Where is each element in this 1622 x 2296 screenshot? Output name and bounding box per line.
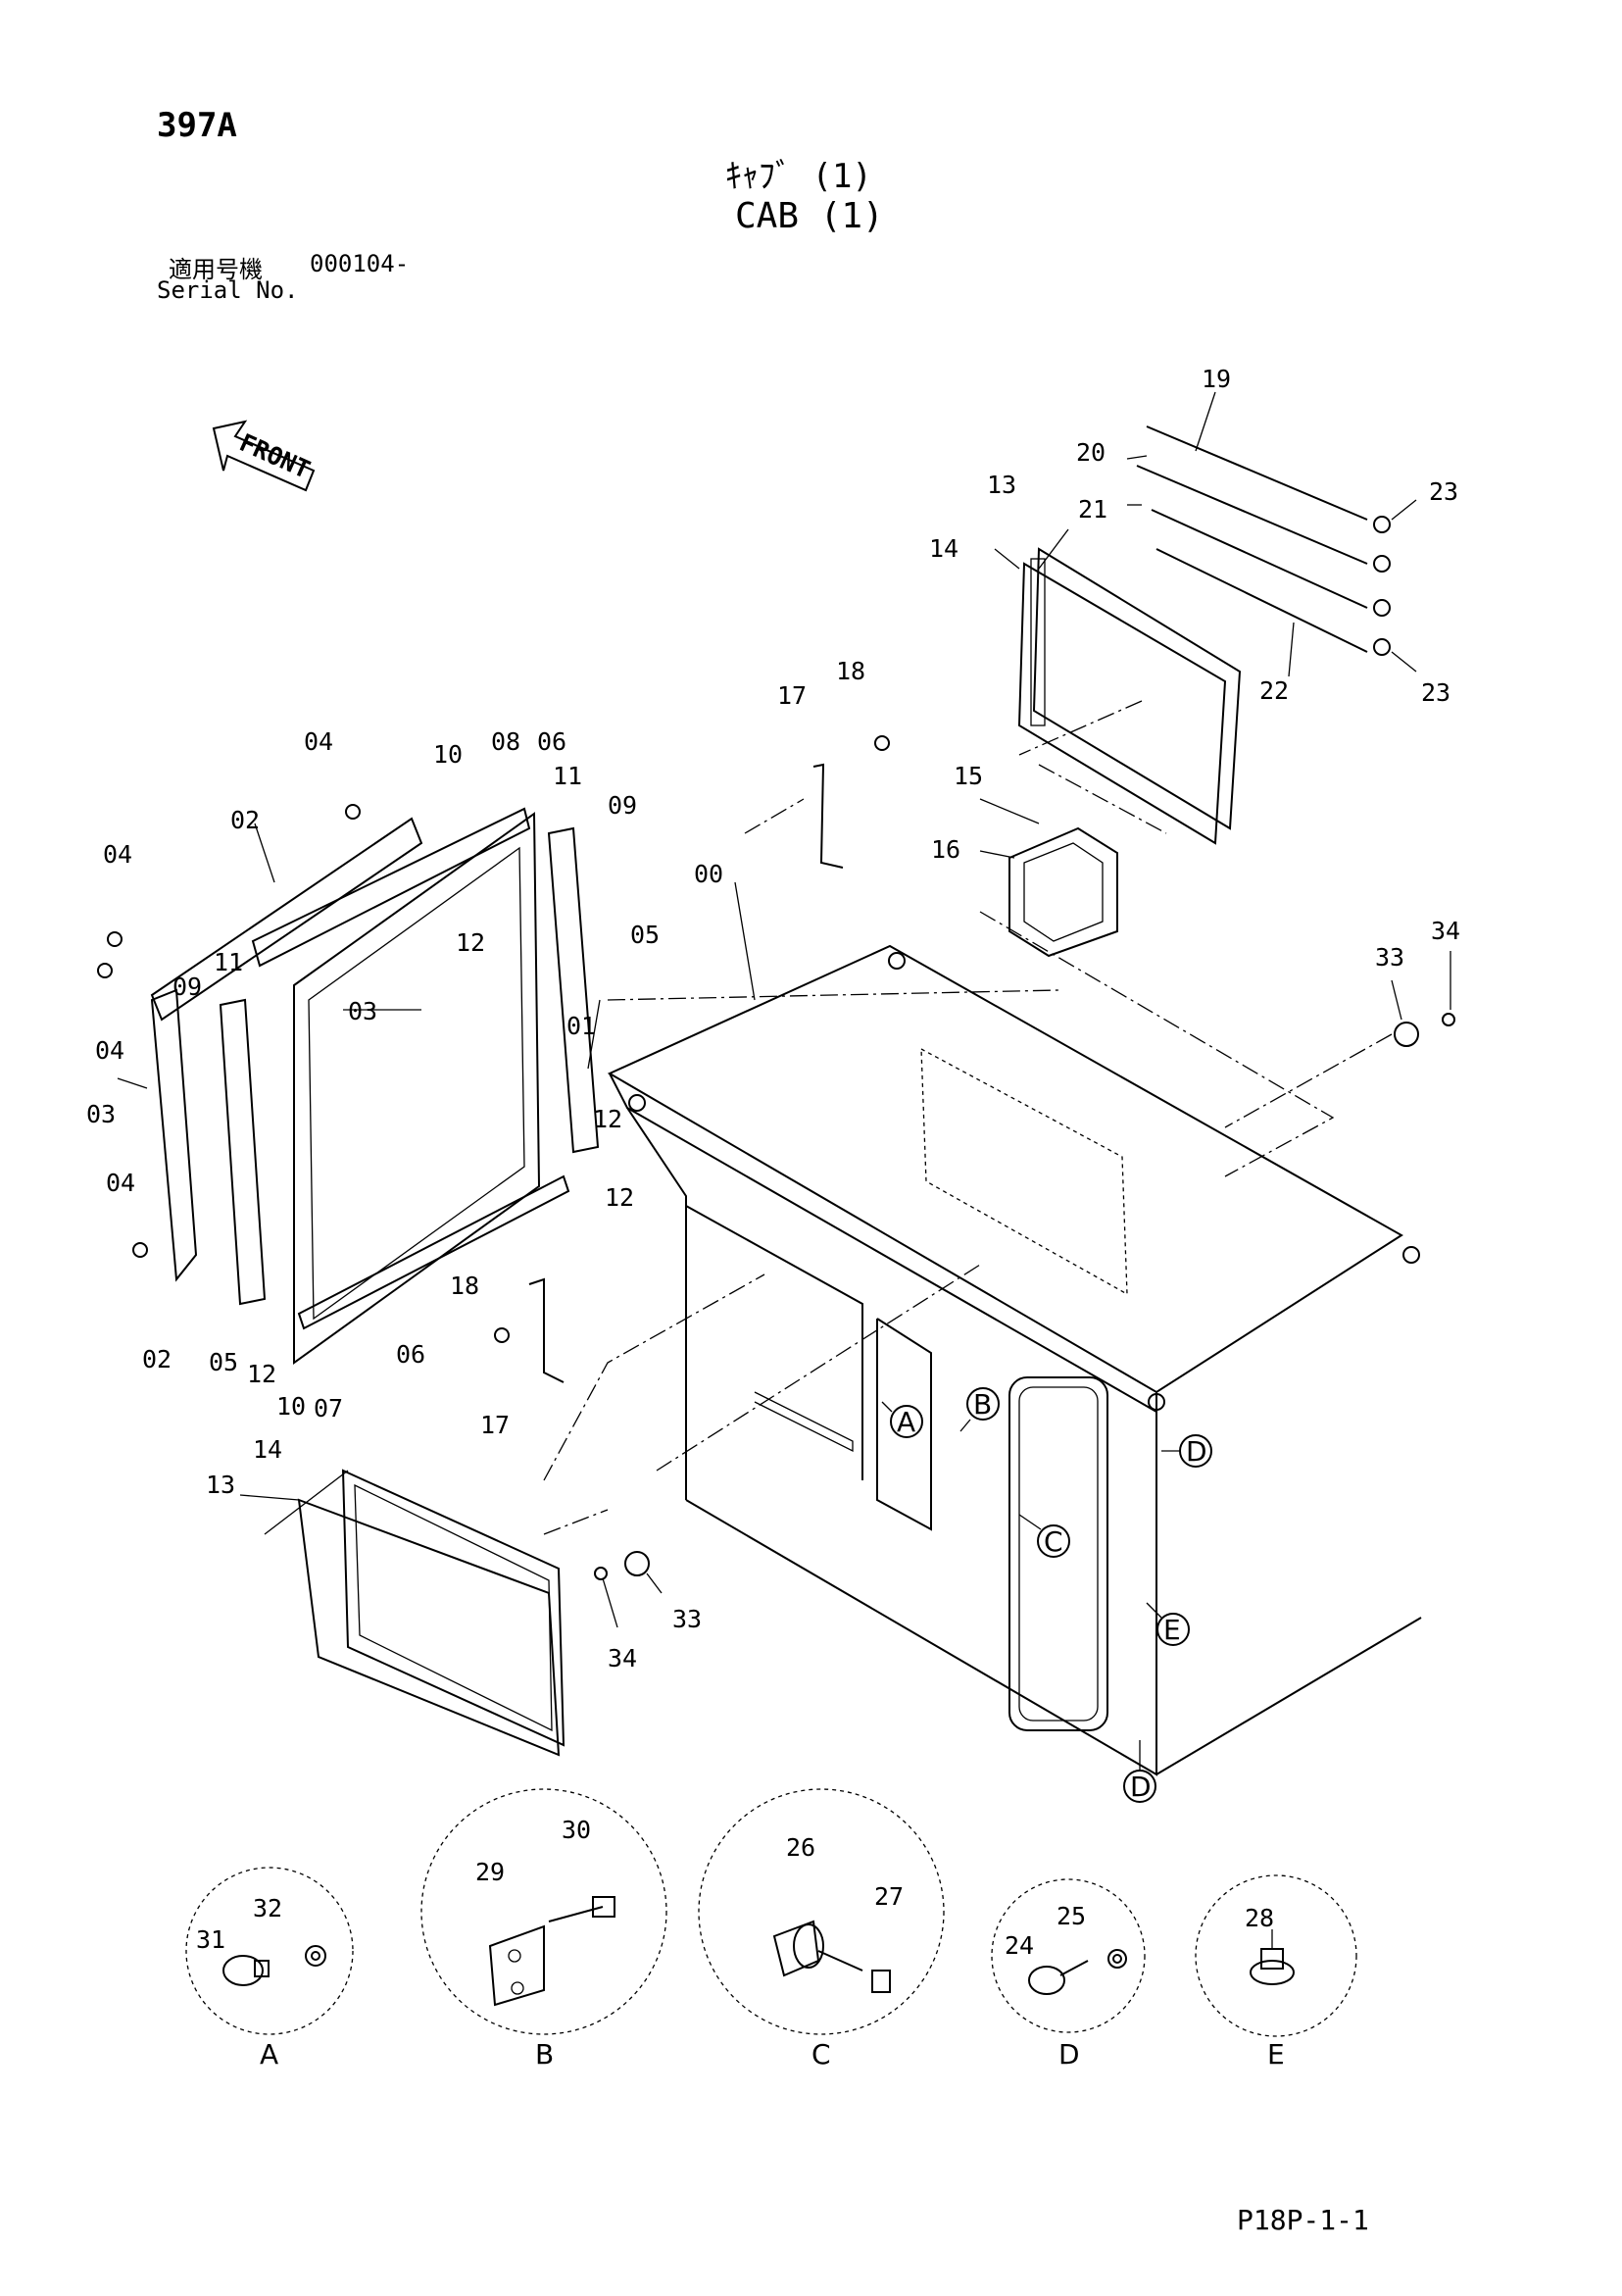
detail-A: 31 32 A	[185, 1867, 354, 2071]
callout-00: 00	[694, 860, 723, 888]
detail-E-label: E	[1267, 2038, 1285, 2071]
detail-A-part-31: 31	[196, 1925, 225, 1954]
callout-labels: 00 01 02 02 03 03 04 04 04 04 05 05 06 0…	[86, 365, 1460, 1672]
callout-12: 12	[247, 1360, 276, 1388]
detail-reference-bubbles: A B C D E D	[881, 1387, 1212, 1803]
detail-E: 28 E	[1195, 1874, 1357, 2071]
callout-23: 23	[1421, 678, 1450, 707]
callout-14: 14	[253, 1435, 282, 1464]
title-english: CAB (1)	[735, 196, 884, 236]
callout-06: 06	[396, 1340, 425, 1369]
callout-15: 15	[954, 762, 983, 790]
detail-C-part-27: 27	[874, 1882, 904, 1911]
detail-ref-D: D	[1186, 1435, 1207, 1468]
detail-B: 29 30 B	[420, 1788, 667, 2071]
callout-10: 10	[433, 740, 463, 769]
callout-08: 08	[491, 727, 520, 756]
detail-ref-B: B	[973, 1388, 992, 1421]
callout-03: 03	[86, 1100, 116, 1128]
callout-22: 22	[1259, 676, 1289, 705]
detail-C: 26 27 C	[698, 1788, 945, 2071]
callout-11: 11	[214, 948, 243, 976]
serial-value: 000104-	[310, 250, 410, 277]
callout-13: 13	[987, 471, 1016, 499]
callout-12: 12	[605, 1183, 634, 1212]
detail-A-part-32: 32	[253, 1894, 282, 1922]
detail-ref-E: E	[1163, 1614, 1181, 1646]
lower-side-window	[297, 1469, 565, 1757]
callout-18: 18	[836, 657, 865, 685]
callout-01: 01	[566, 1012, 596, 1040]
callout-20: 20	[1076, 438, 1106, 467]
callout-02: 02	[230, 806, 260, 834]
detail-B-part-29: 29	[475, 1858, 505, 1886]
callout-34: 34	[608, 1644, 637, 1672]
detail-D-part-25: 25	[1057, 1902, 1086, 1930]
callout-14: 14	[929, 534, 958, 563]
callout-05: 05	[630, 921, 660, 949]
page-code: 397A	[157, 106, 237, 145]
detail-B-part-30: 30	[562, 1816, 591, 1844]
callout-17: 17	[480, 1411, 510, 1439]
detail-ref-D: D	[1130, 1771, 1152, 1803]
leader-lines	[117, 391, 1451, 1628]
callout-11: 11	[553, 762, 582, 790]
detail-A-label: A	[260, 2038, 278, 2071]
detail-C-label: C	[811, 2038, 831, 2071]
callout-21: 21	[1078, 495, 1107, 524]
callout-33: 33	[1375, 943, 1404, 972]
callout-03: 03	[348, 997, 377, 1025]
callout-23: 23	[1429, 477, 1458, 506]
callout-13: 13	[206, 1471, 235, 1499]
serial-label-english: Serial No.	[157, 276, 299, 304]
assembly-lines	[543, 700, 1393, 1535]
detail-C-part-26: 26	[786, 1833, 815, 1862]
callout-04: 04	[95, 1036, 124, 1065]
detail-E-part-28: 28	[1245, 1904, 1274, 1932]
callout-05: 05	[209, 1348, 238, 1376]
callout-12: 12	[456, 928, 485, 957]
callout-06: 06	[537, 727, 566, 756]
footer-page-ref: P18P-1-1	[1237, 2204, 1369, 2236]
callout-04: 04	[106, 1169, 135, 1197]
callout-04: 04	[103, 840, 132, 869]
detail-D-label: D	[1058, 2038, 1080, 2071]
cab-body	[607, 944, 1422, 1776]
callout-02: 02	[142, 1345, 172, 1373]
callout-17: 17	[777, 681, 807, 710]
callout-04: 04	[304, 727, 333, 756]
serial-label-japanese: 適用号機	[169, 256, 263, 283]
left-window-frame-assembly	[150, 807, 600, 1365]
detail-B-label: B	[535, 2038, 554, 2071]
callout-18: 18	[450, 1272, 479, 1300]
callout-33: 33	[672, 1605, 702, 1633]
callout-34: 34	[1431, 917, 1460, 945]
detail-D: 24 25 D	[991, 1878, 1146, 2071]
detail-D-part-24: 24	[1005, 1931, 1034, 1960]
callout-19: 19	[1202, 365, 1231, 393]
callout-09: 09	[172, 973, 202, 1001]
fasteners	[97, 735, 1455, 1580]
callout-10: 10	[276, 1392, 306, 1421]
callout-07: 07	[314, 1394, 343, 1423]
detail-ref-A: A	[897, 1406, 915, 1438]
title-japanese: ｷｬﾌﾞ (1)	[725, 157, 872, 196]
detail-ref-C: C	[1044, 1525, 1063, 1558]
callout-09: 09	[608, 791, 637, 820]
front-arrow-icon: FRONT	[212, 420, 316, 492]
callout-12: 12	[593, 1105, 622, 1133]
callout-16: 16	[931, 835, 960, 864]
roof-window-assembly	[1008, 425, 1391, 958]
